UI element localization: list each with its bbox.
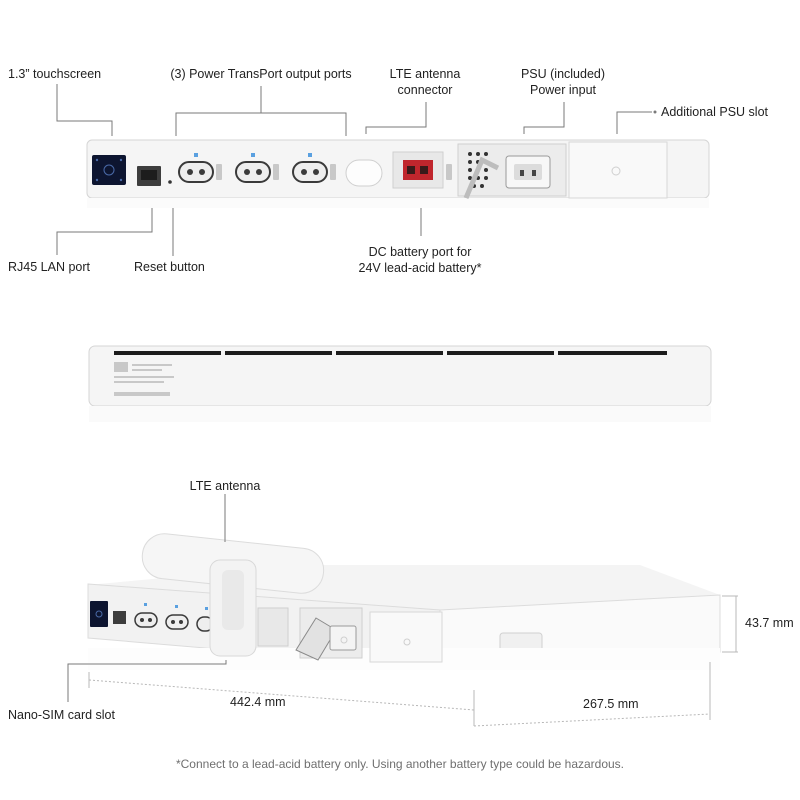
psu-label-line1: PSU (included): [521, 67, 605, 81]
width-dimension: 442.4 mm: [230, 695, 286, 709]
nano-sim-leader: [67, 660, 227, 702]
rj45-label: RJ45 LAN port: [8, 260, 91, 274]
psu-leader: [523, 102, 565, 134]
power-outlet-1: [178, 153, 222, 183]
additional-psu-leader: [616, 111, 652, 134]
lte-connector-leader: [365, 102, 427, 134]
lte-antenna-icon: [141, 533, 325, 657]
rear-regulatory-label: [114, 362, 174, 396]
reset-button-hole: [168, 180, 172, 184]
dc-battery-label-line1: DC battery port for: [369, 245, 472, 259]
touchscreen-leader: [56, 84, 113, 136]
perspective-touchscreen: [90, 601, 108, 627]
touchscreen-label: 1.3” touchscreen: [8, 67, 101, 81]
lte-connector-cap: [345, 159, 383, 187]
depth-dimension: 267.5 mm: [583, 697, 639, 711]
front-view: 1.3” touchscreen (3) Power TransPort out…: [8, 67, 769, 275]
additional-psu-label: Additional PSU slot: [661, 105, 769, 119]
lte-antenna-label: LTE antenna: [190, 479, 261, 493]
dc-battery-label-line2: 24V lead-acid battery*: [359, 261, 482, 275]
additional-psu-slot: [568, 141, 668, 199]
nano-sim-label: Nano-SIM card slot: [8, 708, 116, 722]
front-panel-shadow: [87, 198, 709, 208]
power-ports-bracket: [175, 112, 347, 136]
power-ports-label: (3) Power TransPort output ports: [170, 67, 351, 81]
psu-label-line2: Power input: [530, 83, 597, 97]
perspective-view: LTE antenna Nano-SIM card slot 442.4 mm …: [8, 479, 794, 727]
perspective-power-outlet-2: [165, 605, 189, 630]
lte-connector-label-line1: LTE antenna: [390, 67, 461, 81]
perspective-additional-psu-slot: [369, 611, 443, 663]
height-dimension: 43.7 mm: [745, 616, 794, 630]
additional-psu-logo: [611, 166, 621, 176]
rear-panel-reflection: [89, 406, 711, 422]
perspective-rj45: [113, 611, 126, 624]
psu-handle: [463, 156, 500, 199]
rear-view: [88, 345, 712, 422]
perspective-battery-port: [257, 607, 289, 647]
touchscreen-display-icon: [92, 155, 126, 185]
width-dimension-line: [88, 679, 475, 711]
touchscreen-logo: [103, 164, 115, 176]
depth-dimension-line: [473, 713, 711, 727]
dc-battery-port: [403, 160, 433, 180]
reset-label: Reset button: [134, 260, 205, 274]
lte-connector-label-line2: connector: [398, 83, 453, 97]
power-outlet-3: [292, 153, 336, 183]
perspective-power-outlet-1: [134, 603, 158, 628]
power-outlet-2: [235, 153, 279, 183]
battery-footnote: *Connect to a lead-acid battery only. Us…: [176, 757, 624, 771]
rj45-leader: [56, 196, 153, 255]
rear-vents: [114, 351, 667, 355]
